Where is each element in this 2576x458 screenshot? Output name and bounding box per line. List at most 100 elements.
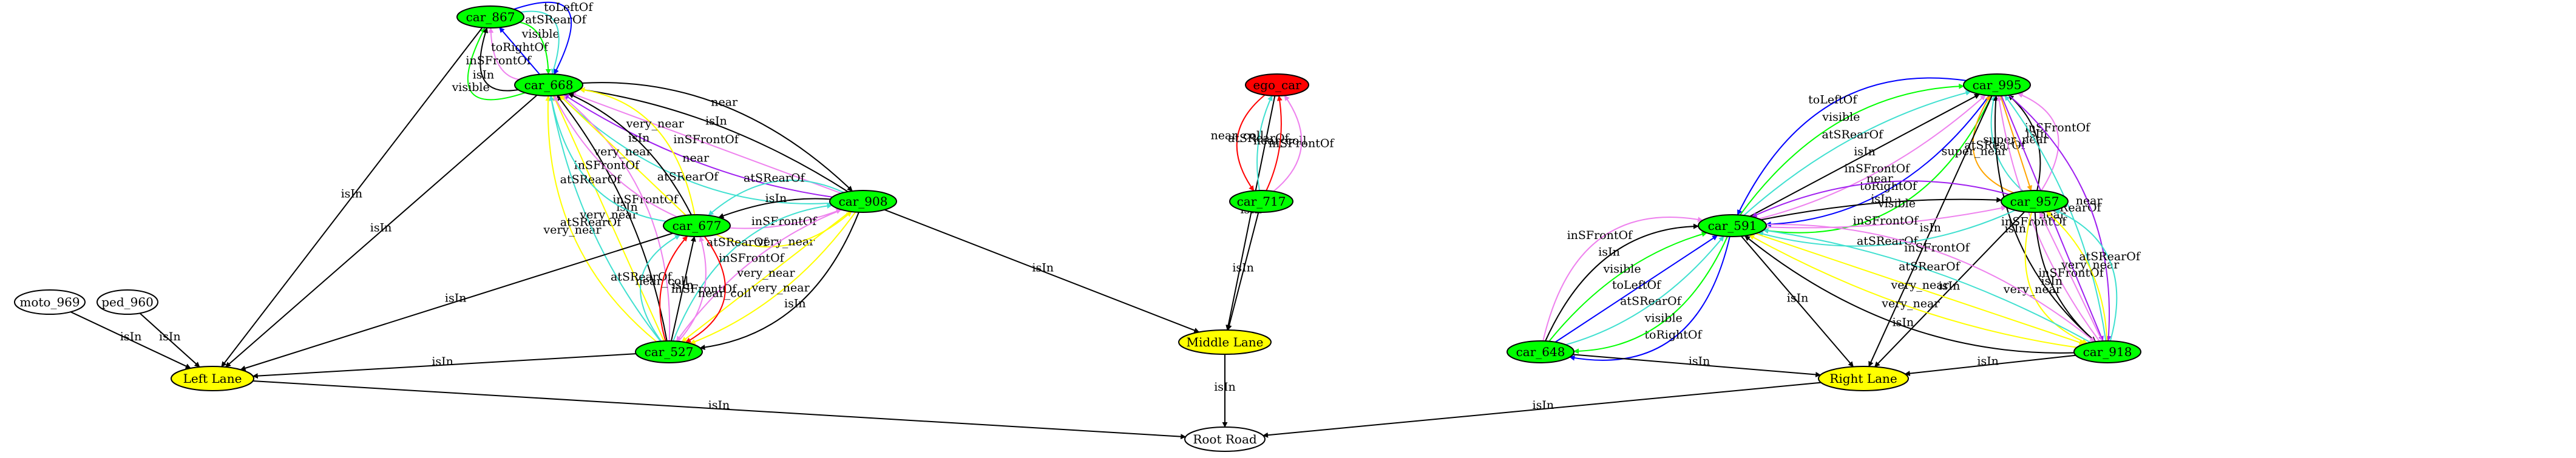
edge-label: visible xyxy=(1644,311,1683,325)
edge-label: toLeftOf xyxy=(1808,93,1858,106)
edge-label: isIn xyxy=(1787,291,1809,305)
node-ellipse[interactable] xyxy=(1178,329,1272,355)
node-label: car_867 xyxy=(466,10,515,24)
node-ellipse[interactable] xyxy=(1507,340,1574,363)
node-label: car_527 xyxy=(645,345,694,359)
node-root_road[interactable]: Root Road xyxy=(1184,426,1266,452)
edge-car_527-car_668: atSRearOf xyxy=(549,95,662,342)
edge-line xyxy=(1749,234,2077,348)
edge-label: isIn xyxy=(1893,315,1914,329)
node-ellipse[interactable] xyxy=(1229,190,1293,213)
edge-line xyxy=(1744,235,2075,354)
edges-layer: visibleisIninSFrontOftoRightOfvisibleatS… xyxy=(70,1,2141,440)
node-car_908[interactable]: car_908 xyxy=(829,190,897,213)
edge-line xyxy=(1766,205,2007,229)
node-ellipse[interactable] xyxy=(2001,190,2069,213)
node-ellipse[interactable] xyxy=(97,289,158,315)
node-ellipse[interactable] xyxy=(635,340,703,363)
node-ellipse[interactable] xyxy=(829,190,897,213)
node-ellipse[interactable] xyxy=(514,73,583,96)
node-ellipse[interactable] xyxy=(1698,214,1767,237)
edge-car_677-car_908: very_near xyxy=(716,211,852,248)
node-ped_960[interactable]: ped_960 xyxy=(97,289,158,315)
node-ellipse[interactable] xyxy=(1818,366,1909,391)
node-ego_car[interactable]: ego_car xyxy=(1245,73,1309,96)
edge-car_668-car_908: near xyxy=(582,82,853,192)
edge-label: isIn xyxy=(1919,221,1941,234)
edge-label: atSRearOf xyxy=(707,236,769,249)
edge-car_591-car_648: toRightOf xyxy=(1569,236,1730,361)
edge-line xyxy=(1993,95,2096,342)
edge-label: atSRearOf xyxy=(560,173,623,186)
node-ellipse[interactable] xyxy=(663,214,731,237)
edge-label: atSRearOf xyxy=(525,13,588,27)
edge-line xyxy=(579,87,849,192)
node-right_lane[interactable]: Right Lane xyxy=(1818,366,1909,391)
edge-car_591-car_918: inSFrontOf xyxy=(1766,224,2095,343)
edge-line xyxy=(1737,77,1967,216)
edge-car_995-car_918: near xyxy=(2008,95,2112,342)
edge-car_668-car_867: isIn xyxy=(473,27,518,92)
edge-line xyxy=(1569,236,1730,361)
node-car_995[interactable]: car_995 xyxy=(1963,73,2031,96)
edge-label: visible xyxy=(1822,110,1860,124)
edge-label: isIn xyxy=(1689,355,1710,368)
node-car_591[interactable]: car_591 xyxy=(1698,214,1767,237)
edge-label: super_near xyxy=(1942,144,2008,158)
node-car_668[interactable]: car_668 xyxy=(514,73,583,96)
edge-label: near_coll xyxy=(636,274,689,288)
node-car_867[interactable]: car_867 xyxy=(456,5,524,29)
edge-line xyxy=(1996,95,2100,342)
node-car_957[interactable]: car_957 xyxy=(2001,190,2069,213)
edge-line xyxy=(1874,211,2025,368)
node-moto_969[interactable]: moto_969 xyxy=(14,289,86,315)
node-car_677[interactable]: car_677 xyxy=(663,214,731,237)
edge-label: atSRearOf xyxy=(2079,250,2141,263)
node-ellipse[interactable] xyxy=(2073,340,2141,363)
node-car_648[interactable]: car_648 xyxy=(1507,340,1574,363)
edge-label: near xyxy=(1866,172,1894,186)
edge-line xyxy=(2039,211,2103,342)
edge-label: very_near xyxy=(2003,283,2062,296)
edge-label: inSFrontOf xyxy=(1904,241,1970,255)
edge-label: atSRearOf xyxy=(1857,234,1919,248)
edge-label: very_near xyxy=(1890,278,1949,292)
edge-car_591-car_995: isIn xyxy=(1749,93,1980,217)
node-ellipse[interactable] xyxy=(1963,73,2031,96)
edge-label: atSRearOf xyxy=(1228,132,1290,145)
node-ellipse[interactable] xyxy=(171,366,254,391)
edge-label: very_near xyxy=(593,145,652,158)
edge-middle_lane-root_road: isIn xyxy=(1214,354,1236,428)
edge-car_527-car_668: isIn xyxy=(556,95,668,342)
edge-label: visible xyxy=(452,81,490,94)
edge-car_648-car_591: isIn xyxy=(1545,223,1699,342)
node-ellipse[interactable] xyxy=(14,289,86,315)
edge-label: inSFrontOf xyxy=(2038,266,2104,280)
edge-line xyxy=(1545,223,1699,342)
node-car_918[interactable]: car_918 xyxy=(2073,340,2141,363)
edge-label: isIn xyxy=(1598,246,1620,259)
edge-label: isIn xyxy=(2005,222,2027,235)
node-left_lane[interactable]: Left Lane xyxy=(171,366,254,391)
node-ellipse[interactable] xyxy=(1245,73,1309,96)
node-ellipse[interactable] xyxy=(1184,426,1266,452)
edge-car_591-right_lane: isIn xyxy=(1741,235,1854,368)
node-middle_lane[interactable]: Middle Lane xyxy=(1178,329,1272,355)
edge-car_918-car_995: isIn xyxy=(1993,95,2096,342)
edge-label: isIn xyxy=(1232,261,1254,274)
edge-label: isIn xyxy=(1854,145,1876,158)
edge-line xyxy=(225,95,538,368)
node-car_717[interactable]: car_717 xyxy=(1229,190,1293,213)
edge-line xyxy=(570,92,841,194)
node-car_527[interactable]: car_527 xyxy=(635,340,703,363)
edge-label: isIn xyxy=(708,399,730,412)
edge-line xyxy=(1548,231,1707,342)
edge-line xyxy=(467,27,526,101)
edge-label: atSRearOf xyxy=(1822,128,1885,141)
edge-label: isIn xyxy=(784,297,806,310)
nodes-layer: car_867 car_668 car_908 car_677 car_527 ego_c… xyxy=(14,5,2141,452)
node-ellipse[interactable] xyxy=(456,5,524,29)
edge-label: atSRearOf xyxy=(1620,294,1683,308)
edge-label: isIn xyxy=(1871,192,1893,206)
edge-label: isIn xyxy=(672,278,694,292)
